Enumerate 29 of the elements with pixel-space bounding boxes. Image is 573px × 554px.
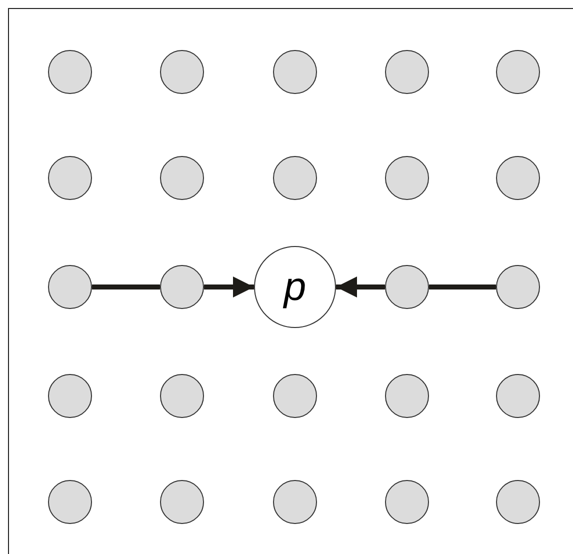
arrow	[204, 276, 254, 298]
arrow	[336, 276, 385, 298]
circle-node	[496, 156, 540, 200]
circle-node	[385, 480, 429, 524]
circle-node	[273, 50, 317, 94]
circle-node	[48, 50, 92, 94]
circle-node	[48, 265, 92, 309]
connector-line	[429, 284, 496, 290]
circle-node	[160, 480, 204, 524]
circle-node	[273, 374, 317, 418]
circle-node	[48, 374, 92, 418]
circle-node	[496, 480, 540, 524]
circle-node	[385, 50, 429, 94]
circle-node	[48, 156, 92, 200]
circle-node	[160, 156, 204, 200]
circle-node	[160, 374, 204, 418]
circle-node	[273, 156, 317, 200]
circle-node	[385, 265, 429, 309]
node-label: p	[284, 267, 306, 307]
circle-node	[496, 50, 540, 94]
circle-node	[273, 480, 317, 524]
circle-node	[160, 265, 204, 309]
circle-node	[48, 480, 92, 524]
circle-node	[385, 374, 429, 418]
connector-line	[92, 284, 160, 290]
circle-node	[496, 265, 540, 309]
circle-node	[496, 374, 540, 418]
circle-node	[160, 50, 204, 94]
circle-node	[385, 156, 429, 200]
